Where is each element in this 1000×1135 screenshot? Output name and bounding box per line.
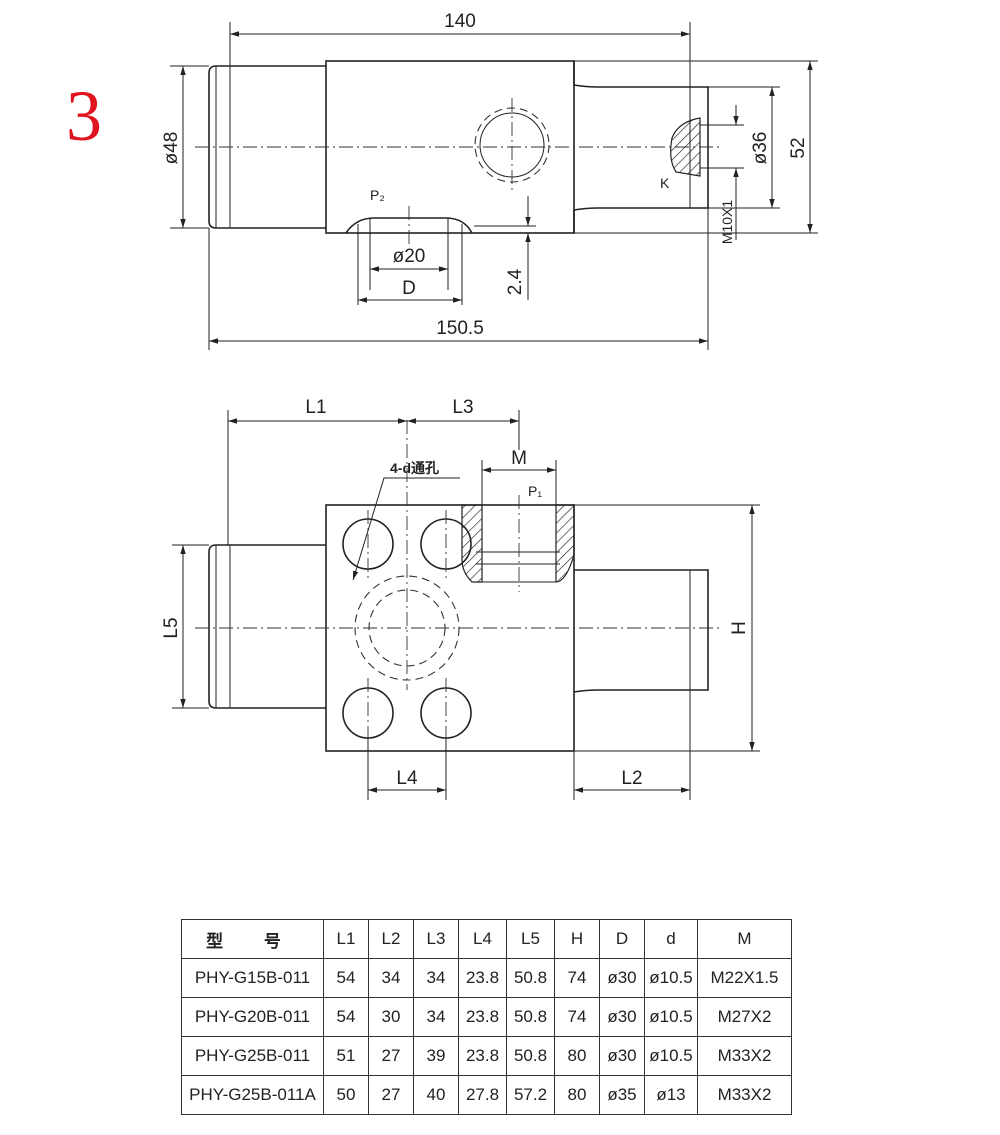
cell-model: PHY-G15B-011	[181, 958, 324, 998]
th-l3: L3	[413, 919, 459, 959]
dim-h: H	[729, 621, 750, 635]
cell-h: 74	[554, 958, 600, 998]
table-row: PHY-G25B-011A 50 27 40 27.8 57.2 80 ø35 …	[181, 1075, 792, 1115]
dim-d: D	[402, 278, 416, 299]
cell-d-lower: ø10.5	[644, 958, 698, 998]
cell-m: M22X1.5	[697, 958, 792, 998]
front-right-shaft	[573, 569, 709, 693]
cell-l2: 27	[368, 1036, 414, 1076]
p2-port-cut	[345, 217, 473, 234]
cell-m: M33X2	[697, 1075, 792, 1115]
cell-l4: 23.8	[458, 1036, 507, 1076]
th-l1: L1	[323, 919, 369, 959]
table-row: PHY-G20B-011 54 30 34 23.8 50.8 74 ø30 ø…	[181, 997, 792, 1037]
th-l5: L5	[506, 919, 555, 959]
cell-l3: 34	[413, 958, 459, 998]
th-d-lower: d	[644, 919, 698, 959]
dim-140: 140	[444, 11, 476, 32]
front-left-shaft	[208, 544, 326, 709]
figure-number: 3	[66, 76, 102, 156]
cell-m: M27X2	[697, 997, 792, 1037]
th-l2: L2	[368, 919, 414, 959]
cell-l5: 50.8	[506, 1036, 555, 1076]
dim-dia-48: ø48	[161, 132, 182, 165]
dim-2-4: 2.4	[505, 268, 526, 295]
cell-h: 74	[554, 997, 600, 1037]
cell-l5: 50.8	[506, 997, 555, 1037]
label-p1: P₁	[528, 483, 542, 499]
cell-d-lower: ø10.5	[644, 1036, 698, 1076]
cell-l2: 30	[368, 997, 414, 1037]
cell-l4: 23.8	[458, 997, 507, 1037]
dim-l1: L1	[305, 397, 326, 418]
label-4-d-holes: 4-d通孔	[390, 460, 439, 476]
table-row: PHY-G15B-011 54 34 34 23.8 50.8 74 ø30 ø…	[181, 958, 792, 998]
dim-l3: L3	[452, 397, 473, 418]
dim-l2: L2	[621, 768, 642, 789]
cell-l5: 50.8	[506, 958, 555, 998]
cell-d-upper: ø30	[599, 958, 645, 998]
cell-model: PHY-G25B-011	[181, 1036, 324, 1076]
th-d-upper: D	[599, 919, 645, 959]
dim-m10x1: M10X1	[719, 200, 735, 245]
cell-l3: 34	[413, 997, 459, 1037]
cell-model: PHY-G25B-011A	[181, 1075, 324, 1115]
spec-table: 型 号 L1 L2 L3 L4 L5 H D d M PHY-G15B-011 …	[181, 919, 792, 1115]
th-m: M	[697, 919, 792, 959]
cell-d-upper: ø35	[599, 1075, 645, 1115]
dim-m: M	[511, 448, 527, 469]
cell-h: 80	[554, 1036, 600, 1076]
top-view: 140 150.5 ø48 ø36 52 M10X1 K P₂ ø20	[161, 11, 818, 350]
label-p2: P₂	[370, 187, 385, 203]
right-shaft	[573, 61, 709, 233]
cell-l2: 34	[368, 958, 414, 998]
front-view: L1 L3 M 4-d通孔 P₁ L5 H L4 L2	[161, 397, 760, 800]
cell-l4: 23.8	[458, 958, 507, 998]
p1-hatch-left	[461, 504, 483, 583]
dim-l5: L5	[161, 617, 182, 638]
p1-hatch-right	[555, 504, 575, 583]
technical-drawing: 140 150.5 ø48 ø36 52 M10X1 K P₂ ø20	[161, 11, 818, 800]
cell-l3: 40	[413, 1075, 459, 1115]
label-k: K	[660, 175, 670, 191]
th-model: 型 号	[181, 919, 324, 959]
cell-d-lower: ø10.5	[644, 997, 698, 1037]
cell-l4: 27.8	[458, 1075, 507, 1115]
dim-150-5: 150.5	[436, 318, 484, 339]
dim-dia-20: ø20	[393, 246, 426, 267]
cell-h: 80	[554, 1075, 600, 1115]
cell-l3: 39	[413, 1036, 459, 1076]
cell-l5: 57.2	[506, 1075, 555, 1115]
table-header-row: 型 号 L1 L2 L3 L4 L5 H D d M	[181, 919, 792, 959]
cell-l1: 54	[323, 958, 369, 998]
th-h: H	[554, 919, 600, 959]
cell-l1: 50	[323, 1075, 369, 1115]
cell-d-upper: ø30	[599, 997, 645, 1037]
cell-l1: 54	[323, 997, 369, 1037]
dim-dia-36: ø36	[750, 132, 771, 165]
cell-model: PHY-G20B-011	[181, 997, 324, 1037]
dim-l4: L4	[396, 768, 418, 789]
cell-m: M33X2	[697, 1036, 792, 1076]
table-row: PHY-G25B-011 51 27 39 23.8 50.8 80 ø30 ø…	[181, 1036, 792, 1076]
th-l4: L4	[458, 919, 507, 959]
dim-52: 52	[788, 137, 809, 158]
cell-l2: 27	[368, 1075, 414, 1115]
cell-d-lower: ø13	[644, 1075, 698, 1115]
cell-l1: 51	[323, 1036, 369, 1076]
cell-d-upper: ø30	[599, 1036, 645, 1076]
